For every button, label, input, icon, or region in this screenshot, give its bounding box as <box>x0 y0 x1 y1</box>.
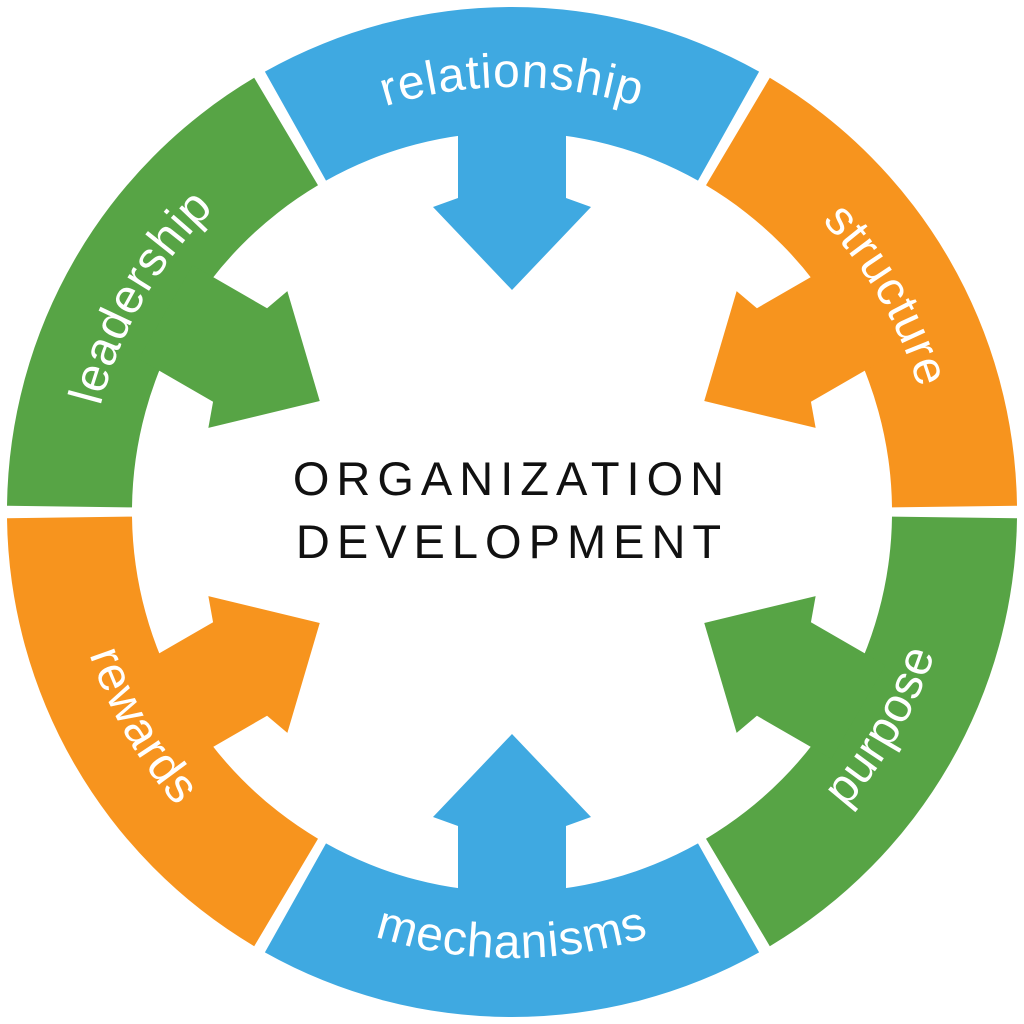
mechanisms-band <box>264 843 760 1017</box>
structure-band <box>706 77 1017 508</box>
segment-rewards: rewards <box>7 516 320 947</box>
relationship-band <box>264 7 760 181</box>
center-title-line2: DEVELOPMENT <box>296 515 728 568</box>
purpose-band <box>706 516 1017 947</box>
segment-mechanisms: mechanisms <box>264 734 760 1017</box>
mechanisms-arrow-icon <box>433 734 591 912</box>
relationship-arrow-icon <box>433 112 591 290</box>
center-title-line1: ORGANIZATION <box>293 452 731 505</box>
segment-relationship: relationship <box>264 7 760 290</box>
segment-structure: structure <box>704 77 1017 508</box>
structure-arrow-icon <box>704 265 886 428</box>
rewards-band <box>7 516 318 947</box>
rewards-arrow-icon <box>138 596 320 759</box>
center-title: ORGANIZATION DEVELOPMENT <box>293 452 731 568</box>
segments-layer: relationshipstructurepurposemechanismsre… <box>7 7 1017 1017</box>
leadership-band <box>7 77 318 508</box>
segment-purpose: purpose <box>704 516 1017 947</box>
purpose-arrow-icon <box>704 596 886 759</box>
segment-leadership: leadership <box>7 77 320 508</box>
leadership-arrow-icon <box>138 265 320 428</box>
